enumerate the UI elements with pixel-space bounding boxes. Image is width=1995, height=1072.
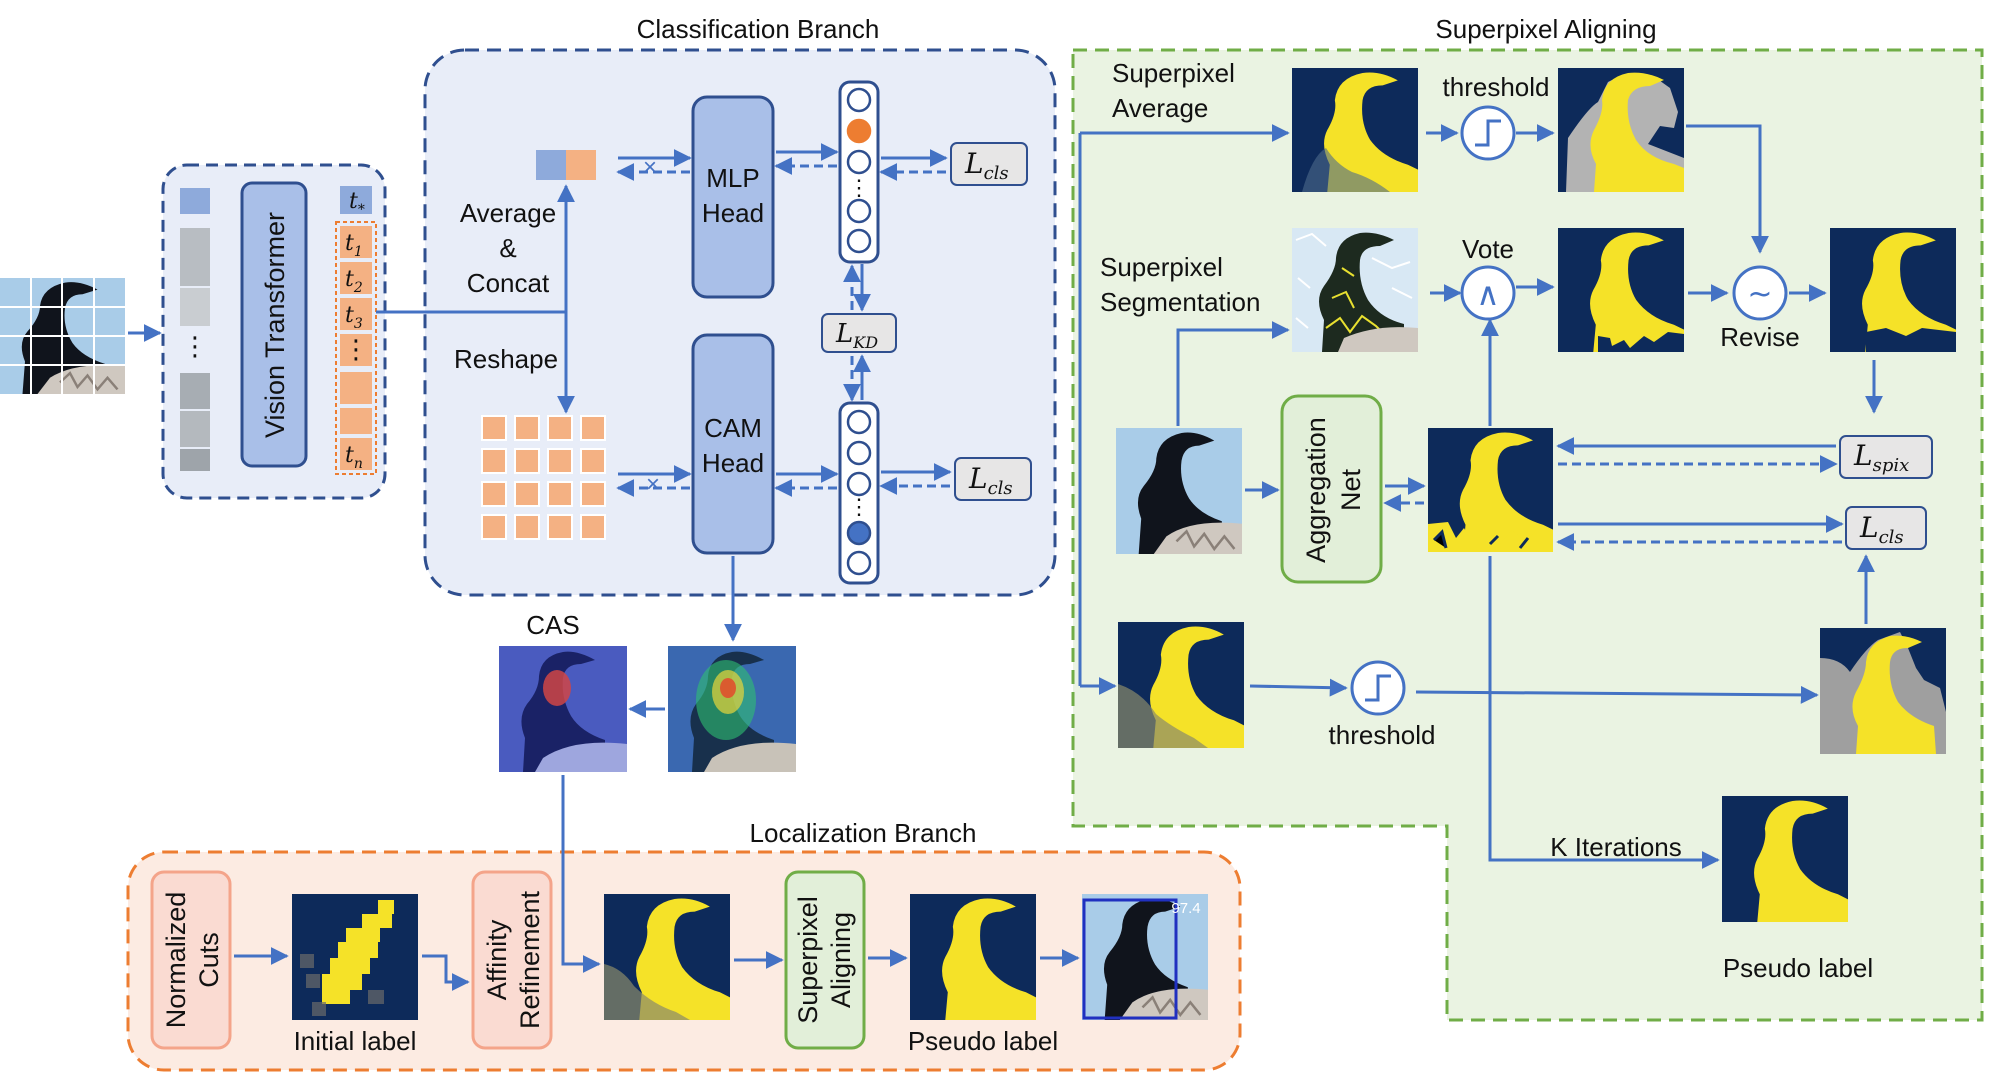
loss-cls-cam-label: Lcls — [968, 462, 1013, 499]
mlp-head-label-1: MLP — [706, 163, 759, 193]
patch-ellipsis: ⋮ — [182, 331, 208, 361]
initial-label-caption: Initial label — [294, 1026, 417, 1056]
superpixel-segmentation-label-1: Superpixel — [1100, 252, 1223, 282]
revise-icon: ~ — [1732, 265, 1788, 321]
revise-label: Revise — [1720, 322, 1799, 352]
loss-cls-spix-label: Lcls — [1859, 511, 1904, 548]
superpixel-pseudo-label-caption: Pseudo label — [1723, 953, 1873, 983]
superpixel-block-label: Superpixel — [793, 896, 823, 1024]
thresholded-avg-image — [1558, 68, 1684, 192]
localization-pseudo-label-caption: Pseudo label — [908, 1026, 1058, 1056]
loss-spix-box — [1839, 435, 1933, 479]
localization-branch-title: Localization Branch — [750, 818, 977, 848]
classification-branch-title: Classification Branch — [637, 14, 880, 44]
net-label: Net — [1336, 469, 1366, 512]
superpixel-average-label-2: Average — [1112, 93, 1208, 123]
vote-symbol: ∧ — [1476, 275, 1499, 313]
k-iterations-pseudo-label-image — [1722, 796, 1848, 922]
vote-icon: ∧ — [1460, 265, 1516, 321]
loss-cls-mlp-label: Lcls — [964, 147, 1009, 184]
superpixel-average-label-1: Superpixel — [1112, 58, 1235, 88]
loss-kd-box — [821, 313, 897, 353]
aggregation-net-block — [1280, 394, 1383, 584]
concat-token — [536, 150, 596, 180]
mlp-head-label-2: Head — [702, 198, 764, 228]
mlp-output-vector: ⋮ — [838, 80, 880, 264]
cuts-label: Cuts — [194, 932, 224, 988]
stop-grad-mark-2: × — [646, 471, 660, 498]
token-2: t2 — [345, 267, 363, 296]
threshold-to-cas-result-arrow — [1415, 685, 1819, 704]
aligning-block-label: Aligning — [826, 912, 856, 1008]
localization-pseudo-label-image — [910, 894, 1036, 1020]
cas-to-localization-arrow — [561, 775, 601, 973]
vote-result-image — [1558, 228, 1684, 352]
token-cls: t* — [349, 189, 365, 218]
loss-cls-mlp-box — [950, 142, 1028, 186]
threshold-icon-1 — [1460, 105, 1516, 161]
threshold-label-1: threshold — [1443, 72, 1550, 102]
cas-yellow-image — [1118, 622, 1244, 748]
input-image — [0, 276, 127, 396]
revise-symbol: ~ — [1747, 277, 1772, 312]
bbox-score: 97.4 — [1171, 900, 1200, 917]
threshold-label-2: threshold — [1329, 720, 1436, 750]
vision-transformer-label: Vision Transformer — [260, 212, 290, 438]
refinement-label: Refinement — [515, 890, 545, 1029]
cas-to-threshold-arrow — [1249, 678, 1348, 697]
token-column: t* t1 t2 t3 ⋮ tn — [335, 186, 377, 475]
token-n: tn — [345, 443, 363, 472]
input-photo-image — [1114, 426, 1244, 556]
superpixel-average-image — [1292, 68, 1418, 192]
loss-cls-cam-box — [954, 457, 1032, 501]
cas-label: CAS — [526, 610, 579, 640]
prediction-image — [1428, 428, 1553, 552]
ampersand-label: & — [499, 233, 516, 263]
average-label: Average — [460, 198, 556, 228]
reshape-grid — [481, 415, 606, 540]
loss-spix-label: Lspix — [1853, 439, 1909, 476]
superpixel-segmentation-label-2: Segmentation — [1100, 287, 1260, 317]
final-bbox-image — [1080, 892, 1210, 1022]
photo-to-seg-arrow — [1176, 321, 1290, 426]
revised-image — [1830, 228, 1956, 352]
cam-head-label-1: CAM — [704, 413, 762, 443]
initial-to-affinity-arrow — [422, 954, 470, 991]
aggregation-label: Aggregation — [1301, 417, 1331, 563]
vote-label: Vote — [1462, 234, 1514, 264]
svg-text:⋮: ⋮ — [848, 494, 870, 519]
token-3: t3 — [345, 303, 363, 332]
reshape-label: Reshape — [454, 344, 558, 374]
normalized-cuts-block — [150, 870, 232, 1050]
normalized-label: Normalized — [161, 892, 191, 1029]
threshold-icon-2 — [1350, 660, 1406, 716]
k-iterations-label: K Iterations — [1550, 832, 1682, 862]
affinity-label: Affinity — [482, 919, 512, 1000]
stop-grad-mark-1: × — [643, 154, 657, 181]
loss-cls-spix-box — [1845, 506, 1927, 550]
k-iterations-arrow — [1488, 556, 1720, 869]
cam-head-block — [691, 333, 775, 555]
token-1: t1 — [345, 231, 363, 260]
heatmap-overlay-image — [668, 646, 796, 772]
initial-label-image — [292, 894, 418, 1020]
superpixel-segmentation-image — [1292, 228, 1418, 352]
concat-label: Concat — [467, 268, 550, 298]
cam-output-vector: ⋮ — [838, 401, 880, 585]
token-ellipsis: ⋮ — [343, 334, 369, 364]
thresholded-cas-image — [1820, 628, 1946, 754]
patch-column: ⋮ — [180, 188, 210, 471]
cas-image — [499, 646, 627, 772]
loss-kd-label: LKD — [835, 319, 878, 352]
superpixel-aligning-block — [784, 870, 866, 1050]
svg-text:⋮: ⋮ — [848, 175, 870, 200]
superpixel-aligning-title: Superpixel Aligning — [1435, 14, 1656, 44]
vision-transformer-block — [240, 181, 308, 468]
cam-head-label-2: Head — [702, 448, 764, 478]
mlp-head-block — [691, 95, 775, 299]
refined-label-image — [604, 894, 730, 1020]
thresholded-to-revise-arrow — [1686, 124, 1769, 254]
affinity-refinement-block — [471, 870, 553, 1050]
